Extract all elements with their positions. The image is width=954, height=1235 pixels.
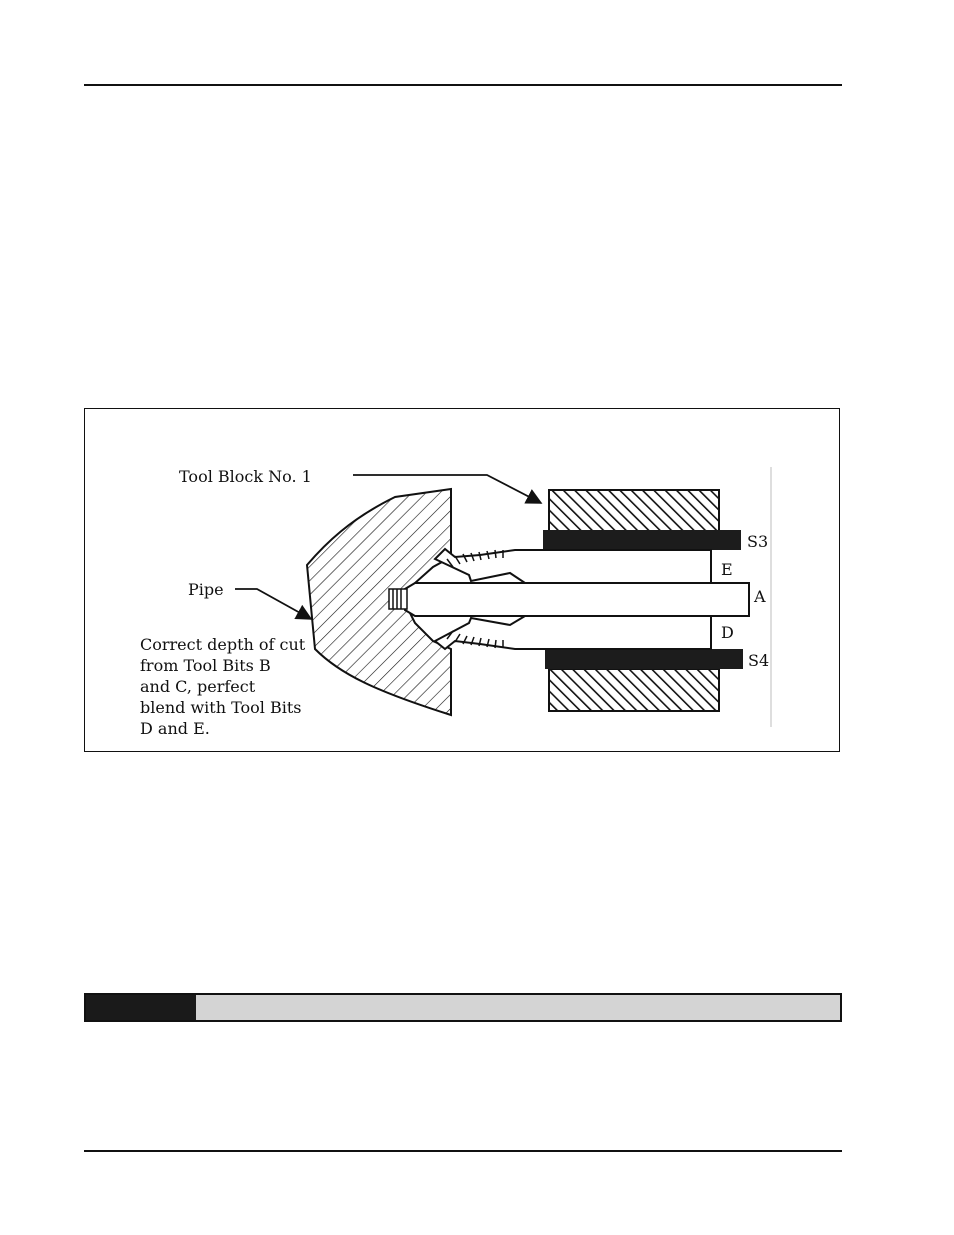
bit-tip-threads	[392, 589, 402, 609]
caption-line: blend with Tool Bits	[140, 698, 302, 717]
caption-line: and C, perfect	[140, 677, 256, 696]
tool-block-diagram: Tool Block No. 1 Pipe S3 E A D S4 Correc…	[140, 467, 772, 738]
tool-block-upper	[548, 489, 720, 534]
shim-s3	[543, 530, 741, 550]
section-header-tab	[86, 995, 196, 1020]
tool-block-label: Tool Block No. 1	[179, 467, 312, 486]
e-label: E	[721, 560, 733, 579]
tool-bit-d	[433, 615, 712, 651]
pipe-label: Pipe	[188, 580, 224, 599]
d-label: D	[721, 623, 734, 642]
caption-line: from Tool Bits B	[140, 656, 271, 675]
shim-s4	[545, 649, 743, 669]
pipe-leader	[235, 588, 313, 620]
s4-label: S4	[748, 651, 769, 670]
caption-line: D and E.	[140, 719, 210, 738]
section-header-bar	[84, 993, 842, 1022]
tool-bit-a	[404, 582, 750, 617]
caption-text: Correct depth of cut from Tool Bits B an…	[140, 635, 306, 738]
lower-bit-cut-marks	[446, 630, 504, 649]
footer-rule	[84, 1150, 842, 1152]
header-rule	[84, 84, 842, 86]
caption-line: Correct depth of cut	[140, 635, 306, 654]
pipe-section	[305, 487, 452, 717]
bit-tip	[388, 588, 408, 610]
tool-block-lower	[548, 668, 720, 712]
tool-block-leader	[353, 474, 543, 504]
s3-label: S3	[747, 532, 768, 551]
figure-frame: Tool Block No. 1 Pipe S3 E A D S4 Correc…	[84, 408, 840, 752]
tool-bit-e	[433, 547, 712, 584]
a-label: A	[753, 587, 766, 606]
upper-bit-cut-marks	[446, 549, 504, 568]
